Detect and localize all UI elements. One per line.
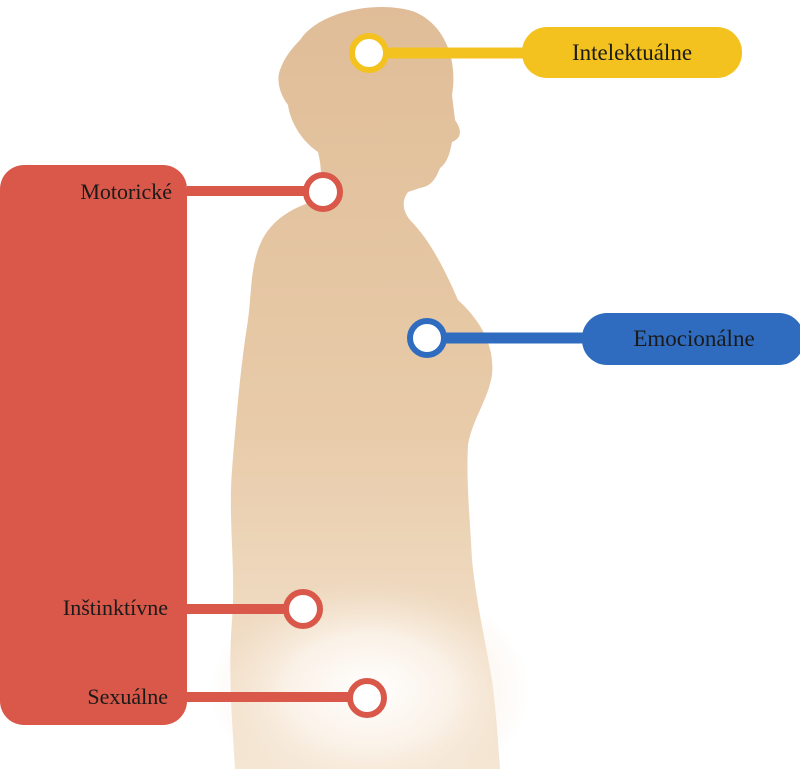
instinctive-marker [283,589,323,629]
intellectual-pill [522,27,742,78]
intellectual-marker [349,33,389,73]
instinctive-label: Inštinktívne [62,595,168,620]
sexual-label: Sexuálne [87,684,168,709]
human-silhouette [230,7,500,769]
motor-label: Motorické [80,179,172,204]
emotional-label: Emocionálne [633,326,755,351]
body-centers-bracket [0,165,187,725]
emotional-marker [407,318,447,358]
sexual-marker [347,678,387,718]
motor-marker [303,172,343,212]
abdomen-glow [210,580,530,769]
emotional-pill [582,313,800,365]
intellectual-label: Intelektuálne [571,40,693,65]
